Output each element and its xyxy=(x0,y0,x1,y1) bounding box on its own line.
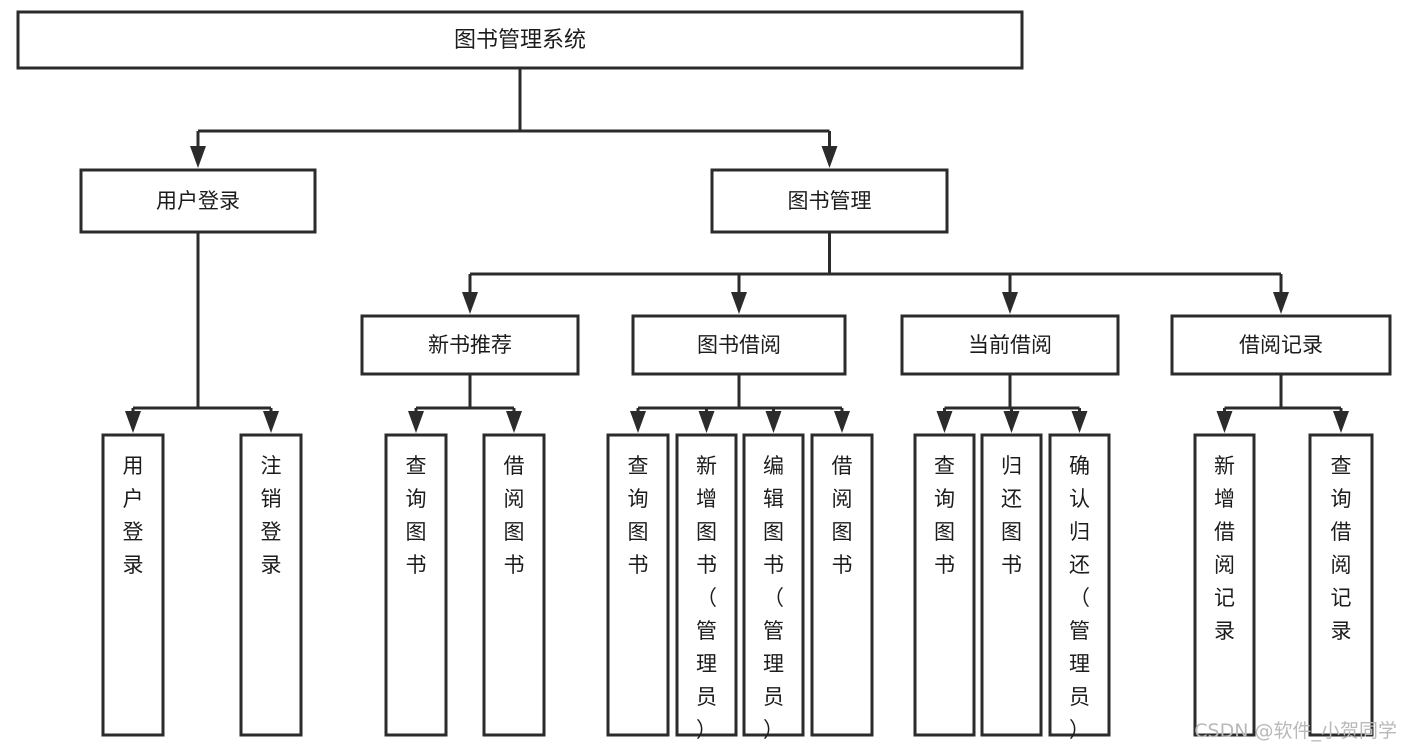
node-box xyxy=(710,168,949,234)
node-box xyxy=(900,314,1120,376)
edge-arrowhead xyxy=(1071,411,1088,433)
node-label: 当前借阅 xyxy=(968,333,1052,357)
node-label: 借阅图书 xyxy=(504,454,525,577)
edge-arrowhead xyxy=(1003,411,1020,433)
edge-arrowhead xyxy=(263,411,279,433)
edge-arrowhead xyxy=(506,411,522,433)
edges-layer xyxy=(125,68,1349,433)
node-l3-2[interactable]: 查询图书 xyxy=(384,433,448,737)
edge-arrowhead xyxy=(125,411,141,433)
node-l2-1[interactable]: 图书借阅 xyxy=(631,314,847,376)
node-label: 新增图书（管理员） xyxy=(696,454,717,742)
node-l3-1[interactable]: 注销登录 xyxy=(239,433,303,737)
node-l3-11[interactable]: 新增借阅记录 xyxy=(1193,433,1256,737)
node-l3-7[interactable]: 借阅图书 xyxy=(810,433,874,737)
node-label: 用户登录 xyxy=(123,454,144,577)
edge-arrowhead xyxy=(408,411,424,433)
node-label: 借阅记录 xyxy=(1239,333,1323,357)
node-label: 用户登录 xyxy=(156,189,240,213)
node-l3-8[interactable]: 查询图书 xyxy=(913,433,976,737)
node-label: 编辑图书（管理员） xyxy=(763,454,784,742)
node-l2-2[interactable]: 当前借阅 xyxy=(900,314,1120,376)
node-l2-3[interactable]: 借阅记录 xyxy=(1170,314,1392,376)
node-box xyxy=(1170,314,1392,376)
node-box xyxy=(360,314,580,376)
node-l2-0[interactable]: 新书推荐 xyxy=(360,314,580,376)
node-label: 查询图书 xyxy=(628,454,649,577)
edge-arrowhead xyxy=(1002,292,1018,314)
node-box xyxy=(1193,433,1256,737)
node-l3-12[interactable]: 查询借阅记录 xyxy=(1308,433,1374,737)
edge-arrowhead xyxy=(1333,411,1349,433)
node-l1-0[interactable]: 用户登录 xyxy=(79,168,317,234)
node-box xyxy=(675,433,738,737)
edge-arrowhead xyxy=(698,411,715,433)
node-label: 新书推荐 xyxy=(428,333,512,357)
edge-arrowhead xyxy=(821,146,838,168)
node-l3-6[interactable]: 编辑图书（管理员） xyxy=(742,433,805,742)
node-label: 图书管理 xyxy=(788,189,872,213)
node-label: 注销登录 xyxy=(261,454,282,577)
nodes-layer: 图书管理系统用户登录图书管理新书推荐图书借阅当前借阅借阅记录用户登录注销登录查询… xyxy=(16,10,1392,742)
edge-arrowhead xyxy=(1273,292,1289,314)
node-label: 查询借阅记录 xyxy=(1331,454,1352,643)
watermark: CSDN @软件_小贺同学 xyxy=(1194,720,1397,742)
edge-arrowhead xyxy=(834,411,850,433)
edge-arrowhead xyxy=(731,292,747,314)
node-l3-9[interactable]: 归还图书 xyxy=(980,433,1043,737)
edge-arrowhead xyxy=(190,146,206,168)
node-label: 借阅图书 xyxy=(832,454,853,577)
node-box xyxy=(79,168,317,234)
edge-arrowhead xyxy=(936,411,953,433)
node-box xyxy=(913,433,976,737)
node-l3-10[interactable]: 确认归还（管理员） xyxy=(1048,433,1111,742)
node-box xyxy=(980,433,1043,737)
node-box xyxy=(810,433,874,737)
node-label: 确认归还（管理员） xyxy=(1069,454,1090,742)
node-box xyxy=(384,433,448,737)
node-label: 查询图书 xyxy=(406,454,427,577)
node-box xyxy=(1048,433,1111,737)
node-label: 图书管理系统 xyxy=(454,28,586,53)
node-l3-3[interactable]: 借阅图书 xyxy=(482,433,546,737)
node-l3-5[interactable]: 新增图书（管理员） xyxy=(675,433,738,742)
node-label: 图书借阅 xyxy=(697,333,781,357)
node-l1-1[interactable]: 图书管理 xyxy=(710,168,949,234)
node-box xyxy=(101,433,165,737)
node-label: 查询图书 xyxy=(934,454,955,577)
edge-arrowhead xyxy=(630,411,646,433)
node-label: 归还图书 xyxy=(1001,454,1022,577)
node-box xyxy=(606,433,670,737)
node-box xyxy=(239,433,303,737)
node-l3-0[interactable]: 用户登录 xyxy=(101,433,165,737)
node-box xyxy=(482,433,546,737)
node-box xyxy=(1308,433,1374,737)
node-root[interactable]: 图书管理系统 xyxy=(16,10,1024,70)
node-box xyxy=(631,314,847,376)
node-box xyxy=(742,433,805,737)
edge-arrowhead xyxy=(1216,411,1233,433)
edge-arrowhead xyxy=(462,292,478,314)
node-box xyxy=(16,10,1024,70)
node-l3-4[interactable]: 查询图书 xyxy=(606,433,670,737)
edge-arrowhead xyxy=(765,411,782,433)
node-label: 新增借阅记录 xyxy=(1214,454,1235,643)
